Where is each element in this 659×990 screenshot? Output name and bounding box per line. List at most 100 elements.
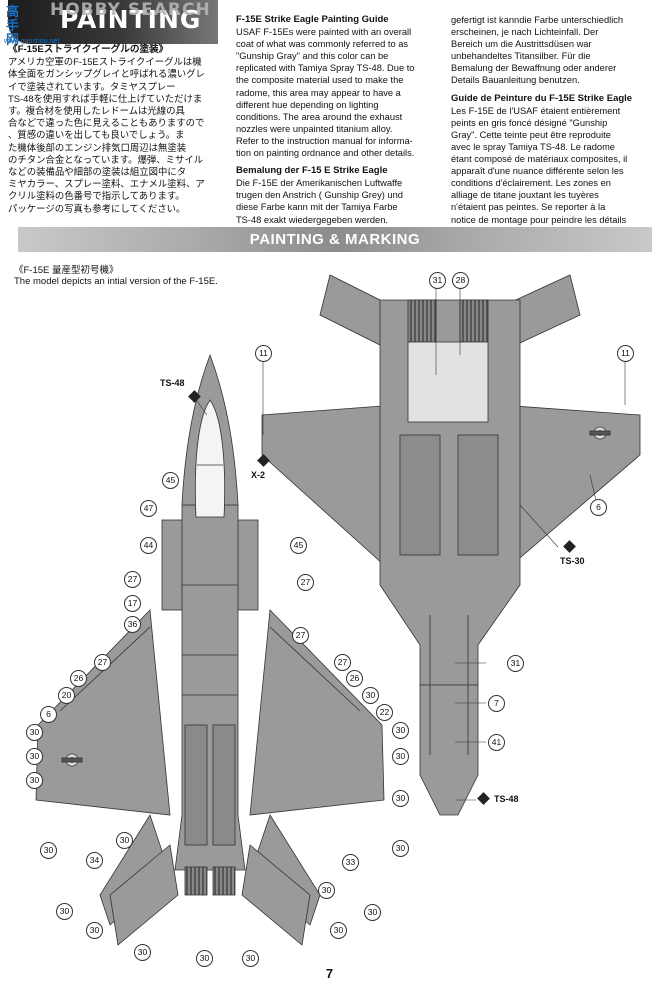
callout: 6 (40, 706, 57, 723)
model-note-en: The model depicts an intial version of t… (14, 276, 218, 287)
text-line: Refer to the instruction manual for info… (236, 135, 413, 146)
text-line: peints en gris foncé désigné "Gunship (451, 117, 608, 128)
callout: 44 (140, 537, 157, 554)
text-line: 合などで違った色に見えることもありますので (8, 117, 205, 129)
callout: 6 (590, 499, 607, 516)
text-line: パッケージの写真も参考にしてください。 (8, 202, 186, 214)
text-line: TS-48 exakt wiedergegeben werden. (236, 214, 388, 225)
text-line: trugen den Anstrich ( Gunship Grey) und (236, 190, 403, 201)
text-line: アメリカ空軍のF-15Eストライクイーグルは機 (8, 56, 202, 68)
text-line: radome, this area may appear to have a (236, 87, 401, 98)
callout: 31 (429, 272, 446, 289)
text-line: クリル塗料の色番号で指示してあります。 (8, 190, 185, 202)
text-line: nozzles were unpainted titanium alloy. (236, 123, 393, 134)
text-line: Details Bauanleitung benutzen. (451, 75, 580, 86)
jp-paragraph: 《F-15Eストライクイーグルの塗装》 アメリカ空軍のF-15Eストライクイーグ… (8, 44, 230, 215)
callout: 47 (140, 500, 157, 517)
text-line: unbehandeltes Titansilber. Für die (451, 51, 591, 62)
page-number: 7 (325, 966, 334, 981)
callout: 30 (26, 772, 43, 789)
callout: 27 (292, 627, 309, 644)
callout: 17 (124, 595, 141, 612)
german-heading: Bemalung der F-15 E Strike Eagle (236, 165, 388, 177)
callout: 27 (334, 654, 351, 671)
callout: 30 (392, 722, 409, 739)
english-body: USAF F-15Es were painted with an overall… (236, 26, 436, 159)
callout: 34 (86, 852, 103, 869)
text-line: notice de montage pour peindre les détai… (451, 214, 627, 225)
text-line: alliage de titane jouxtant les tuyères (451, 190, 599, 201)
text-line: などの装備品や細部の塗装は組立図中にタ (8, 166, 187, 178)
top-view-aircraft (35, 353, 385, 946)
text-line: coat of what was commonly referred to as (236, 39, 409, 50)
callout: 26 (346, 670, 363, 687)
text-line: erscheinen, je nach Lichteinfall. Der (451, 27, 599, 38)
painting-banner (8, 0, 218, 44)
aircraft-diagram (35, 274, 641, 946)
text-line: the composite material used to make the (236, 75, 404, 86)
callout: 30 (26, 748, 43, 765)
callout: 30 (40, 842, 57, 859)
text-line: étant composé de matériaux composites, i… (451, 154, 628, 165)
leader-lines (194, 285, 626, 801)
ts30-label: TS-30 (560, 556, 585, 566)
text-line: 体全面をガンシップグレイと呼ばれる濃いグレ (8, 68, 205, 80)
callout: 36 (124, 616, 141, 633)
callout: 33 (342, 854, 359, 871)
callout: 30 (56, 903, 73, 920)
text-line: 、質感の違いを出しても良いでしょう。ま (8, 129, 185, 141)
callout: 30 (392, 840, 409, 857)
text-line: イで塗装されています。タミヤスプレー (8, 80, 176, 92)
text-line: tion on painting ordnance and other deta… (236, 148, 415, 159)
callout: 22 (376, 704, 393, 721)
callout: 30 (318, 882, 335, 899)
german-french-column: gefertigt ist kanndie Farbe unterschiedl… (451, 14, 652, 238)
text-line: Bereich um die Austrittsdüsen war (451, 39, 592, 50)
watermark-url: www.gaoshou.net (4, 38, 60, 45)
callout: 30 (86, 922, 103, 939)
text-line: conditions d'éclairement. Les zones en (451, 178, 611, 189)
callout: 45 (290, 537, 307, 554)
callout: 30 (26, 724, 43, 741)
text-line: TS-48を使用すれば手軽に仕上げていただけま (8, 92, 203, 104)
callout: 30 (362, 687, 379, 704)
callout: 30 (392, 790, 409, 807)
callout: 41 (488, 734, 505, 751)
text-line: た機体後部のエンジン排気口周辺は無塗装 (8, 141, 187, 153)
text-line: "Gunship Gray" and this color can be (236, 51, 389, 62)
text-line: ミヤカラー、スプレー塗料、エナメル塗料、ア (8, 178, 205, 190)
jp-body: アメリカ空軍のF-15Eストライクイーグルは機体全面をガンシップグレイと呼ばれる… (8, 56, 230, 215)
french-heading: Guide de Peinture du F-15E Strike Eagle (451, 92, 633, 104)
callout: 27 (297, 574, 314, 591)
text-line: Gray". Cette teinte peut être reproduite (451, 129, 611, 140)
callout: 26 (70, 670, 87, 687)
page-title: PAINTING (60, 5, 202, 34)
text-line: apparaît d'une nuance différente selon l… (451, 166, 624, 177)
text-line: different hue depending on lighting (236, 99, 379, 110)
callout: 30 (364, 904, 381, 921)
text-line: Die F-15E der Amerikanischen Luftwaffe (236, 178, 403, 189)
callout: 30 (330, 922, 347, 939)
callout: 11 (255, 345, 272, 362)
jp-title: 《F-15Eストライクイーグルの塗装》 (8, 44, 169, 55)
text-line: Les F-15E de l'USAF étaient entièrement (451, 105, 621, 116)
callout: 30 (116, 832, 133, 849)
callout: 30 (196, 950, 213, 967)
section-title: PAINTING & MARKING (249, 231, 421, 248)
text-line: diese Farbe kann mit der Tamiya Farbe (236, 202, 398, 213)
callout: 30 (134, 944, 151, 961)
callout: 7 (488, 695, 505, 712)
section-bar (18, 227, 652, 252)
x2-label: X-2 (251, 470, 266, 480)
text-line: Bemalung der Bewaffnung oder anderer (451, 63, 617, 74)
text-line: n'étaient pas peintes. Se reporter à la (451, 202, 606, 213)
text-line: USAF F-15Es were painted with an overall (236, 27, 412, 38)
callout: 30 (242, 950, 259, 967)
text-line: replicated with Tamiya Spray TS-48. Due … (236, 63, 415, 74)
callout: 28 (452, 272, 469, 289)
text-line: す。複合材を使用したレドームは光線の具 (8, 105, 185, 117)
text-line: gefertigt ist kanndie Farbe unterschiedl… (451, 15, 624, 25)
german-body-continued: gefertigt ist kanndie Farbe unterschiedl… (451, 14, 652, 87)
english-heading: F-15E Strike Eagle Painting Guide (236, 14, 389, 25)
